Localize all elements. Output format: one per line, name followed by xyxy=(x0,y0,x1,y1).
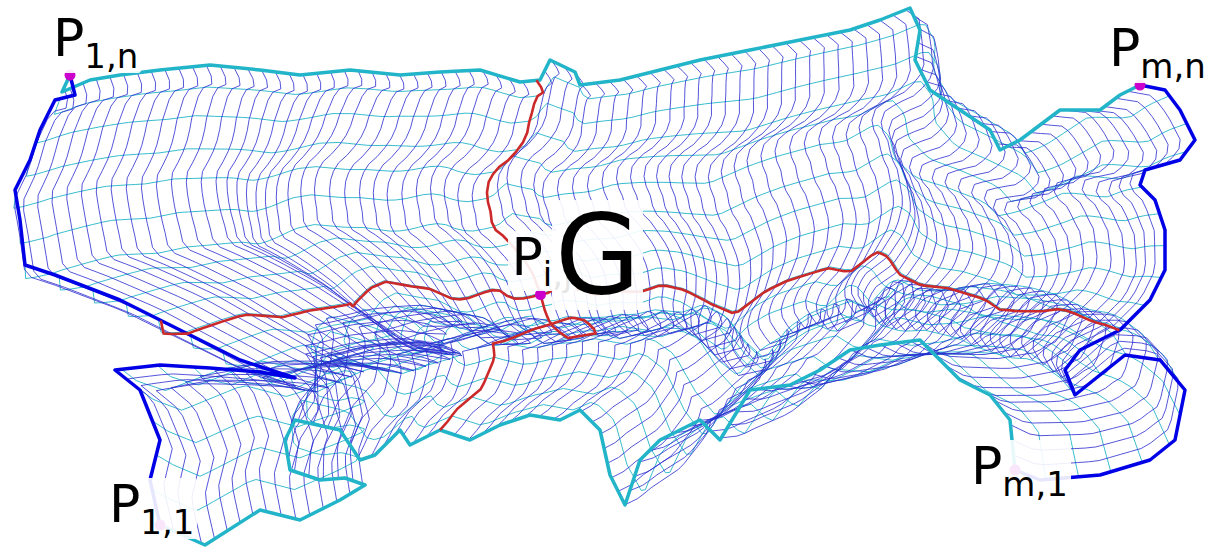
mesh-column-line xyxy=(256,75,447,477)
highlight-curves xyxy=(161,80,1120,430)
mesh-column-line xyxy=(24,88,306,537)
boundary-curve xyxy=(62,8,1140,150)
mesh-column-line xyxy=(201,67,450,494)
mesh-column-line xyxy=(52,79,329,539)
mesh-row-line xyxy=(27,82,1187,193)
mesh-column-line xyxy=(358,72,518,457)
mesh-column-line xyxy=(290,71,453,431)
mesh-columns xyxy=(15,10,1180,544)
mesh-column-line xyxy=(838,100,986,365)
mesh-column-line xyxy=(341,74,500,432)
point-label: Pm,1 xyxy=(968,440,1071,501)
mesh-column-line xyxy=(700,29,868,421)
point-label: G xyxy=(552,200,643,310)
mesh-column-line xyxy=(881,123,1030,354)
point-name: P xyxy=(1109,18,1140,78)
mesh-column-line xyxy=(126,70,388,516)
point-name: P xyxy=(511,227,542,287)
mesh-column-line xyxy=(510,85,648,422)
subscript-index: 1,n xyxy=(84,36,138,76)
subscript-index: m,1 xyxy=(1002,464,1068,504)
mesh-column-line xyxy=(328,75,488,427)
region-name: G xyxy=(555,191,640,319)
mesh-column-line xyxy=(729,15,910,425)
mesh-column-line xyxy=(826,92,974,372)
mesh-column-line xyxy=(313,74,475,424)
mesh-column-line xyxy=(755,29,941,391)
boundary-curve xyxy=(160,340,1015,545)
mesh-column-line xyxy=(935,141,1083,369)
boundary-curve xyxy=(15,75,295,525)
subscript-index: 1,1 xyxy=(140,502,194,542)
mesh-column-line xyxy=(298,72,462,420)
mesh-column-line xyxy=(1013,91,1180,465)
boundary-curve xyxy=(1015,85,1195,480)
point-name: P xyxy=(53,8,84,68)
mesh-column-line xyxy=(994,110,1146,411)
point-label: P1,n xyxy=(50,12,141,73)
mesh-column-line xyxy=(371,71,530,456)
mesh-column-line xyxy=(799,69,949,384)
mesh-column-line xyxy=(403,75,561,435)
corner-points xyxy=(65,70,1146,531)
mesh-column-line xyxy=(812,81,960,378)
mesh-column-line xyxy=(38,83,317,543)
point-name: P xyxy=(971,436,1002,496)
region-boundary xyxy=(15,8,1195,545)
subscript-index: m,n xyxy=(1140,46,1205,86)
mesh-column-line xyxy=(216,69,462,486)
mesh-column-line xyxy=(1012,98,1172,450)
point-label: Pm,n xyxy=(1106,22,1209,83)
mesh-column-line xyxy=(625,51,767,505)
mesh-column-line xyxy=(911,144,1058,355)
mesh-column-line xyxy=(276,72,443,460)
mesh-column-line xyxy=(265,73,443,471)
mesh-row-line xyxy=(54,25,1169,154)
mesh-column-line xyxy=(924,147,1070,359)
point-label: P1,1 xyxy=(106,478,197,539)
mesh-column-line xyxy=(539,81,674,416)
mesh-column-line xyxy=(896,131,1044,354)
mesh-column-line xyxy=(111,71,376,512)
point-name: P xyxy=(109,474,140,534)
mesh-column-line xyxy=(1004,110,1158,423)
mesh-column-line xyxy=(67,77,341,531)
mesh-column-line xyxy=(141,68,401,519)
mesh-column-line xyxy=(227,70,460,481)
mesh-column-line xyxy=(1010,107,1167,436)
mesh-column-line xyxy=(711,24,883,431)
mesh-column-line xyxy=(770,43,942,390)
mesh-row-line xyxy=(37,52,1187,172)
mesh-column-line xyxy=(350,73,510,445)
mesh-column-line xyxy=(635,46,784,477)
mesh-column-line xyxy=(639,43,796,462)
